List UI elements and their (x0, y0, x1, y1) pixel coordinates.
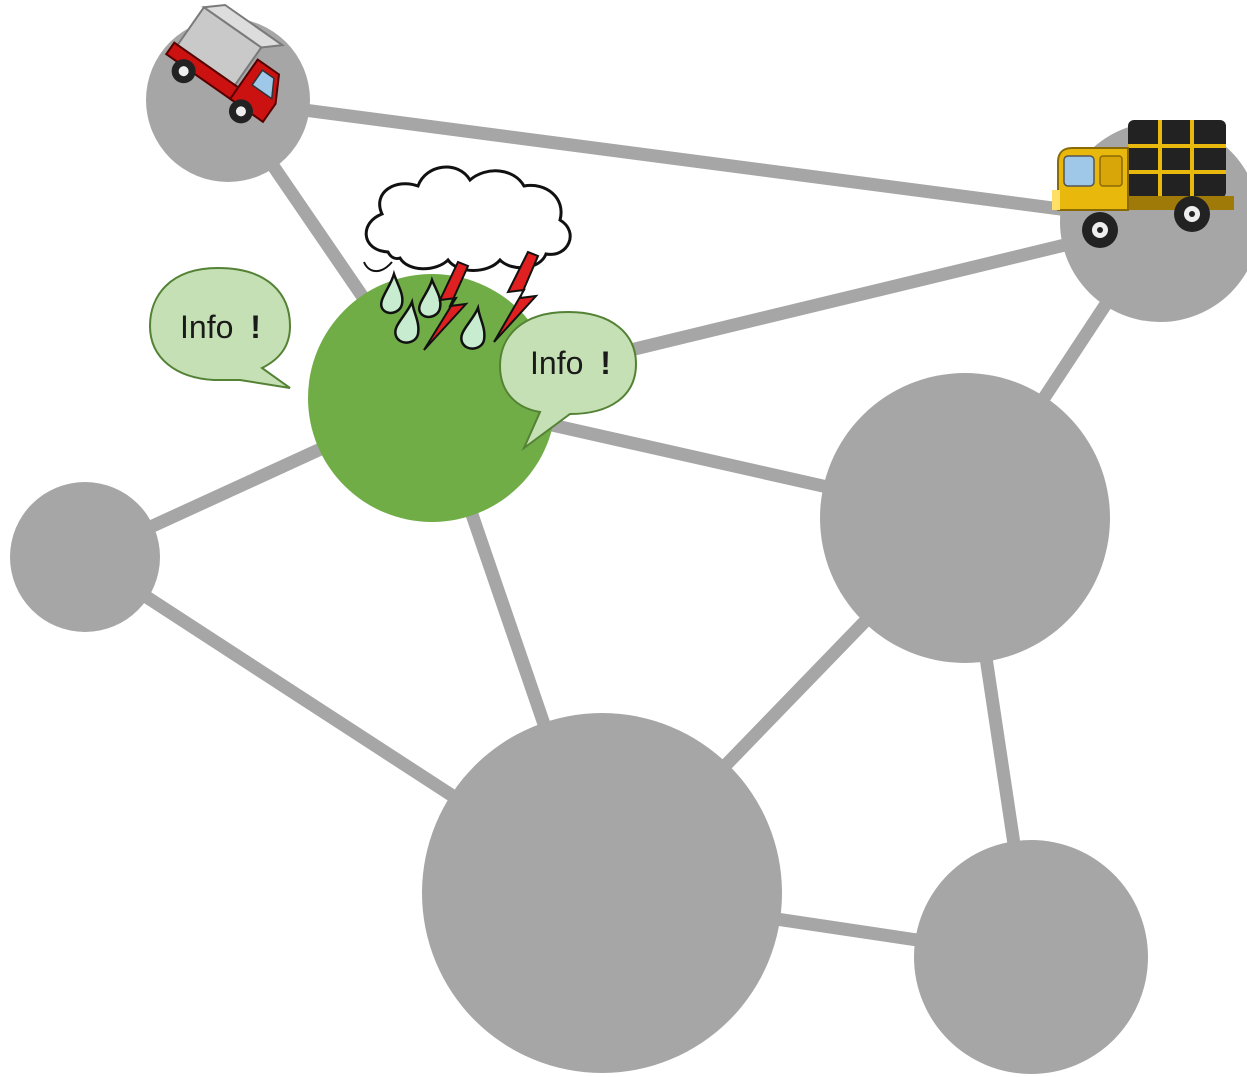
info-callout: Info ! (148, 266, 292, 389)
yellow-truck-icon (1052, 120, 1234, 248)
red-truck-icon (164, 3, 286, 124)
network-node (820, 373, 1110, 663)
callout-label: Info ! (180, 309, 261, 345)
edge (227, 93, 1161, 229)
highlighted-node (308, 274, 556, 522)
network-node (422, 713, 782, 1073)
info-callout: Info ! (498, 310, 638, 452)
network-node (10, 482, 160, 632)
network-node (914, 840, 1148, 1074)
storm-cloud-icon (363, 165, 572, 351)
callout-label: Info ! (530, 345, 611, 381)
